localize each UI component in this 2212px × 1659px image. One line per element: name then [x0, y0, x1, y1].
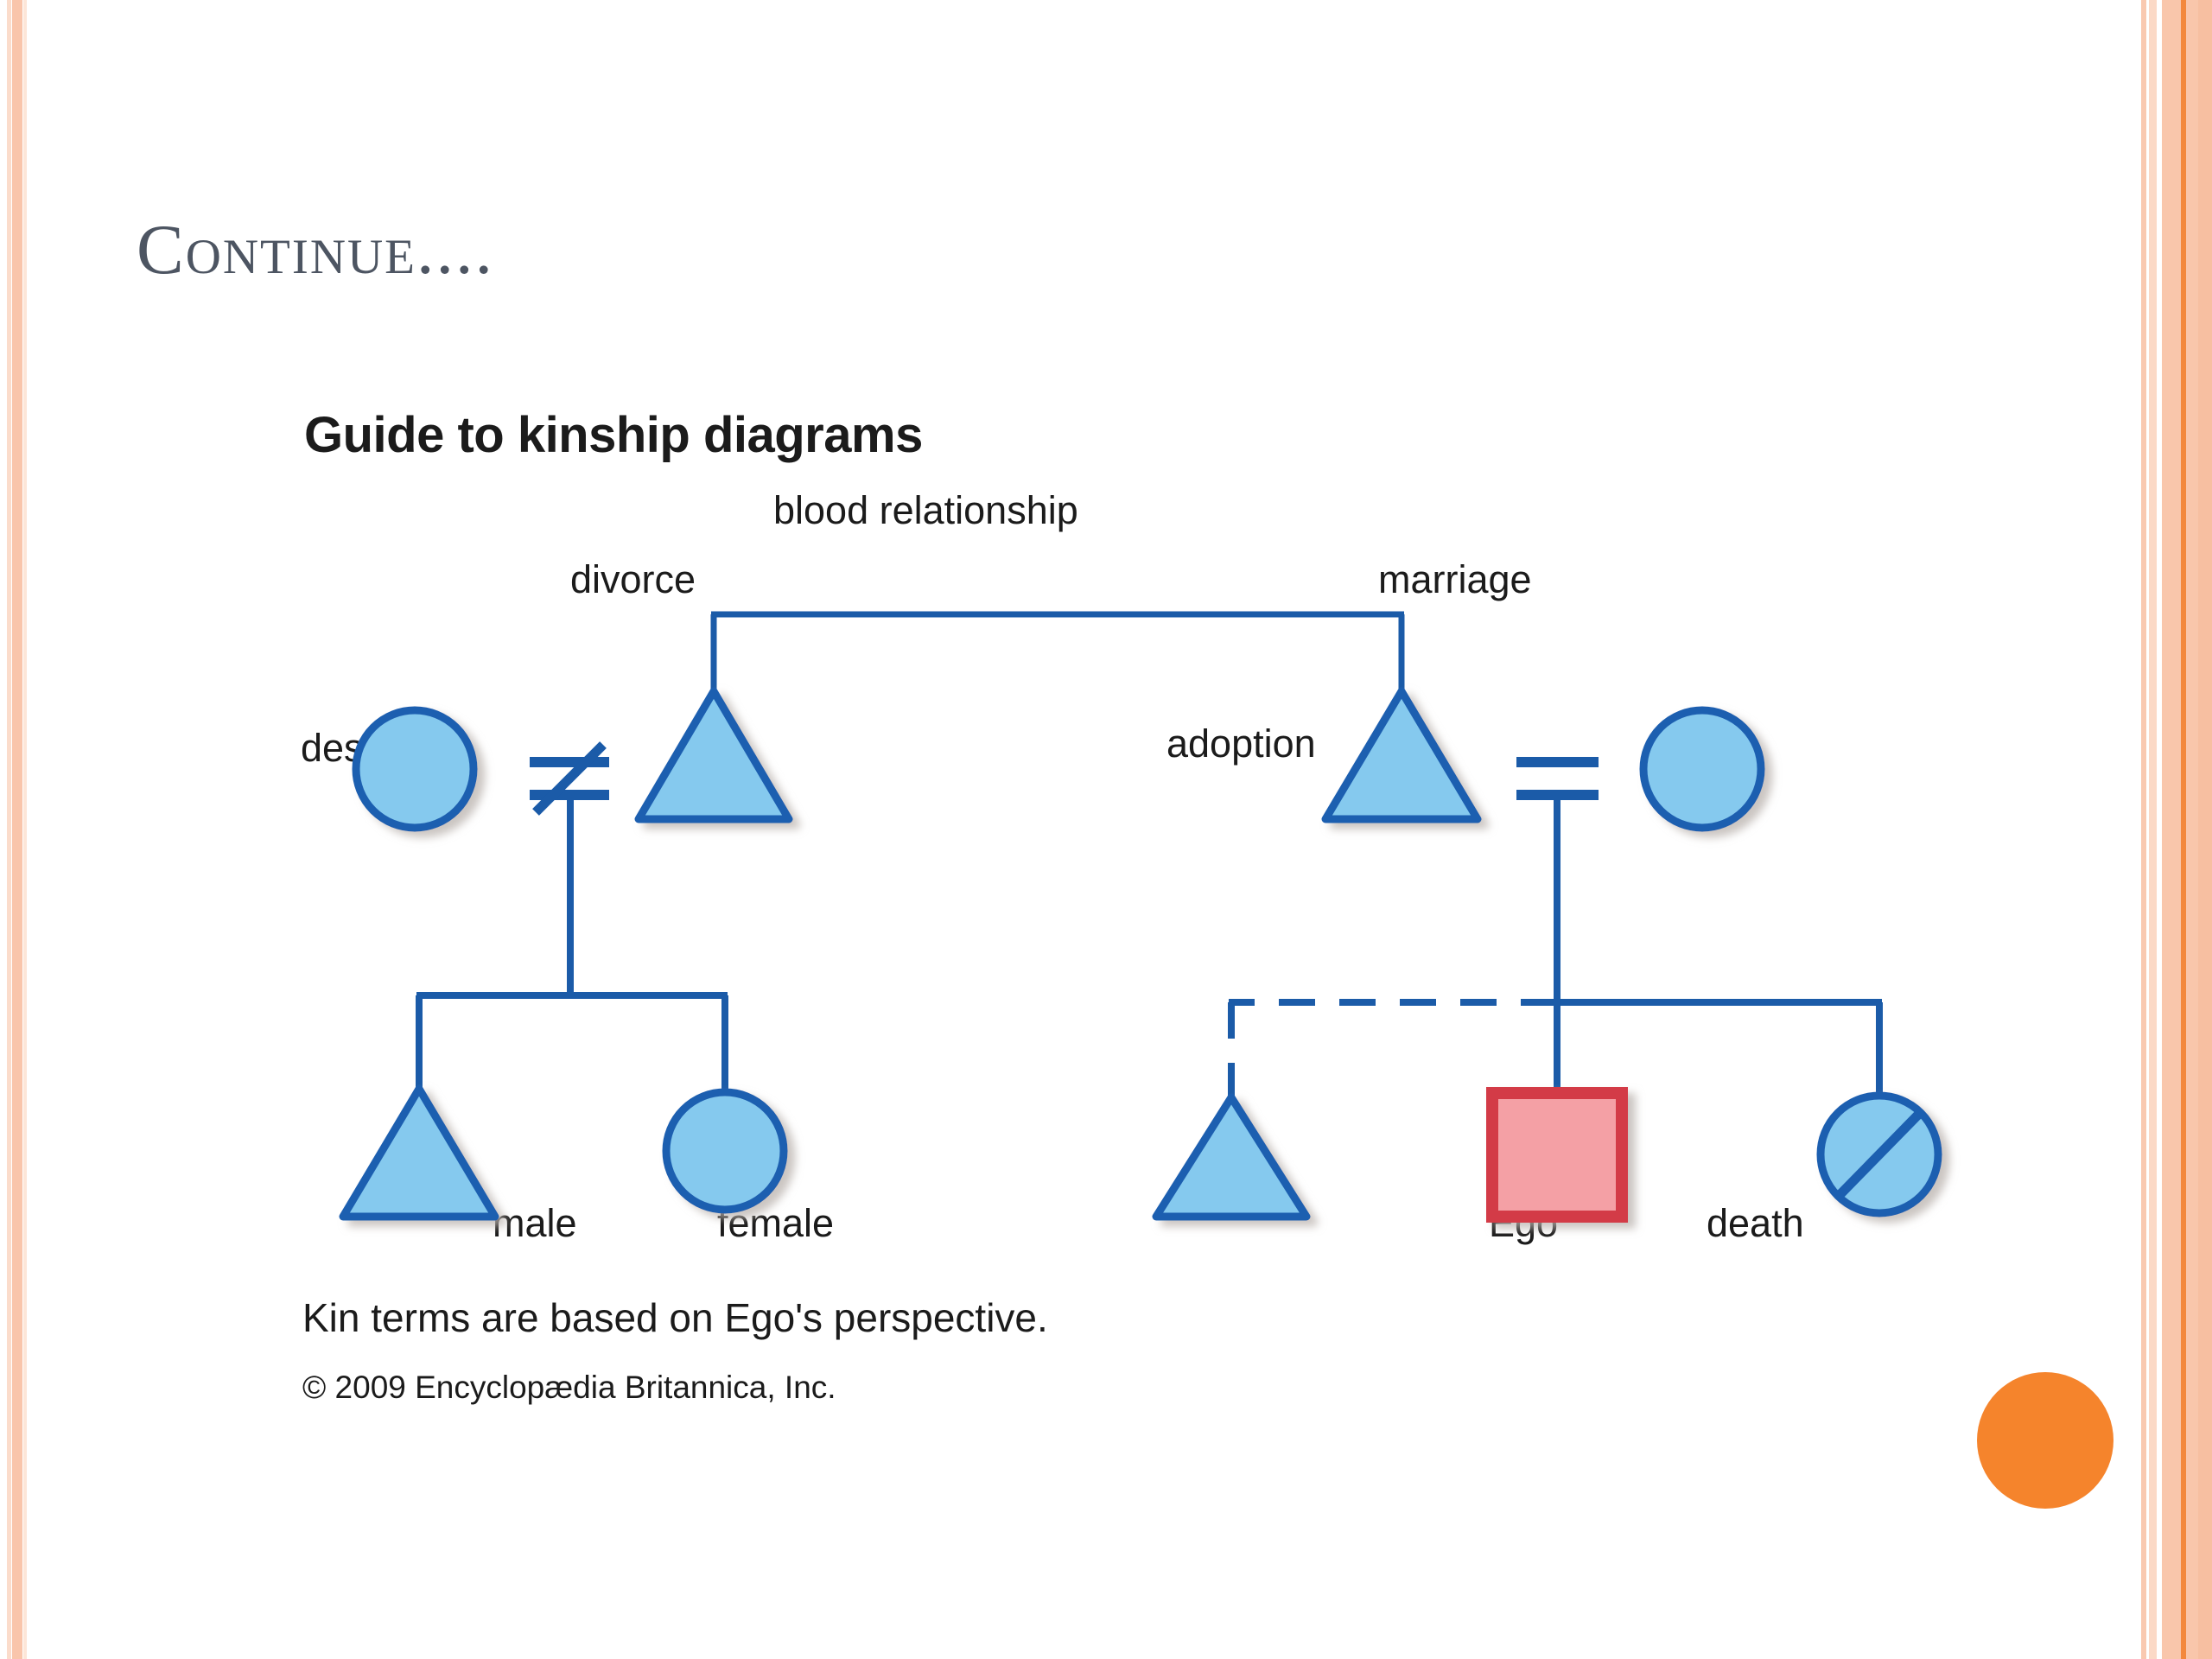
right-border-stripe-3 [2162, 0, 2181, 1659]
right-border-stripe-4 [2181, 0, 2186, 1659]
figure-caption: Kin terms are based on Ego's perspective… [302, 1295, 1048, 1340]
label-death: death [1707, 1201, 1804, 1245]
male-triangle-married-parent-symbol [1321, 687, 1482, 823]
figure-copyright: © 2009 Encyclopædia Britannica, Inc. [302, 1370, 836, 1405]
blood-relationship-connector [710, 611, 1405, 691]
label-divorce: divorce [570, 557, 696, 601]
right-border-stripe-1 [2141, 0, 2146, 1659]
right-border-stripe-5 [2186, 0, 2198, 1659]
adoption-connector-dashed [1228, 999, 1557, 1097]
marriage-marker-icon [1516, 757, 1599, 800]
male-triangle-child-symbol [339, 1084, 499, 1221]
male-triangle-divorced-parent-symbol [634, 687, 793, 823]
right-border-stripe-2 [2149, 0, 2157, 1659]
male-triangle-adopted-child-symbol [1152, 1093, 1311, 1221]
female-circle-married-parent-symbol [1639, 706, 1765, 832]
ego-square-symbol [1486, 1087, 1628, 1223]
descent-connector-right [1554, 795, 1883, 1097]
label-marriage: marriage [1378, 557, 1532, 601]
label-adoption: adoption [1166, 721, 1316, 766]
kinship-diagram-figure: Guide to kinship diagrams blood relation… [285, 406, 1942, 1495]
death-circle-symbol [1816, 1091, 1942, 1217]
left-border-stripe-3 [23, 0, 27, 1659]
orange-accent-circle [1977, 1372, 2113, 1509]
female-circle-child-symbol [662, 1088, 788, 1214]
kinship-diagram-svg [339, 611, 1942, 1223]
left-border-stripe-1 [7, 0, 11, 1659]
left-border-stripe-2 [12, 0, 22, 1659]
label-male: male [493, 1201, 577, 1245]
figure-title: Guide to kinship diagrams [304, 407, 923, 463]
page-title: Continue.... [137, 210, 494, 289]
female-circle-divorced-parent-symbol [352, 706, 478, 832]
right-border-stripe-6 [2198, 0, 2212, 1659]
label-blood-relationship: blood relationship [773, 488, 1078, 532]
descent-connector-left [416, 795, 728, 1089]
